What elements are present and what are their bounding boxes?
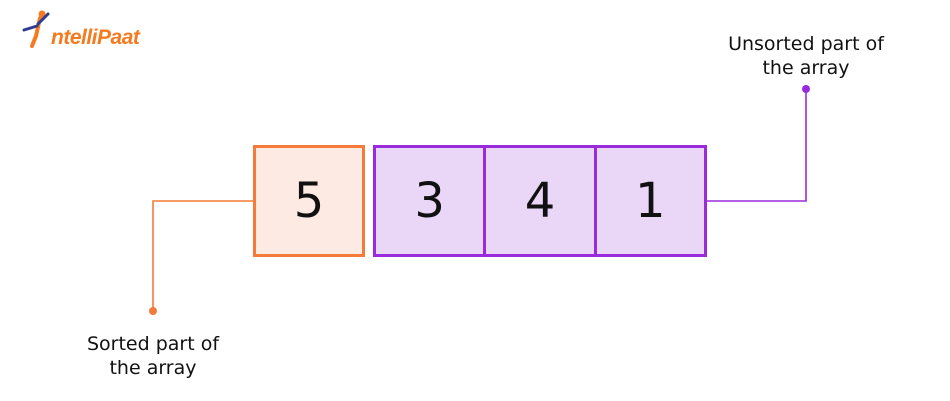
unsorted-connector-dot bbox=[802, 85, 810, 93]
unsorted-array-cell: 4 bbox=[483, 148, 593, 254]
logo-text: ntelliPaat bbox=[51, 26, 140, 49]
logo-figure-icon bbox=[22, 10, 50, 48]
sorted-connector-line bbox=[152, 200, 253, 311]
unsorted-connector-line bbox=[707, 89, 807, 202]
intellipaat-logo: ntelliPaat bbox=[18, 8, 148, 49]
unsorted-part-label: Unsorted part of the array bbox=[728, 33, 884, 79]
sorted-part-label: Sorted part of the array bbox=[86, 333, 220, 379]
unsorted-array-group: 3 4 1 bbox=[373, 145, 707, 257]
sorted-array-cell: 5 bbox=[253, 145, 365, 257]
unsorted-array-cell: 1 bbox=[593, 148, 704, 254]
unsorted-array-cell: 3 bbox=[414, 173, 445, 229]
sorted-connector-dot bbox=[149, 307, 157, 315]
